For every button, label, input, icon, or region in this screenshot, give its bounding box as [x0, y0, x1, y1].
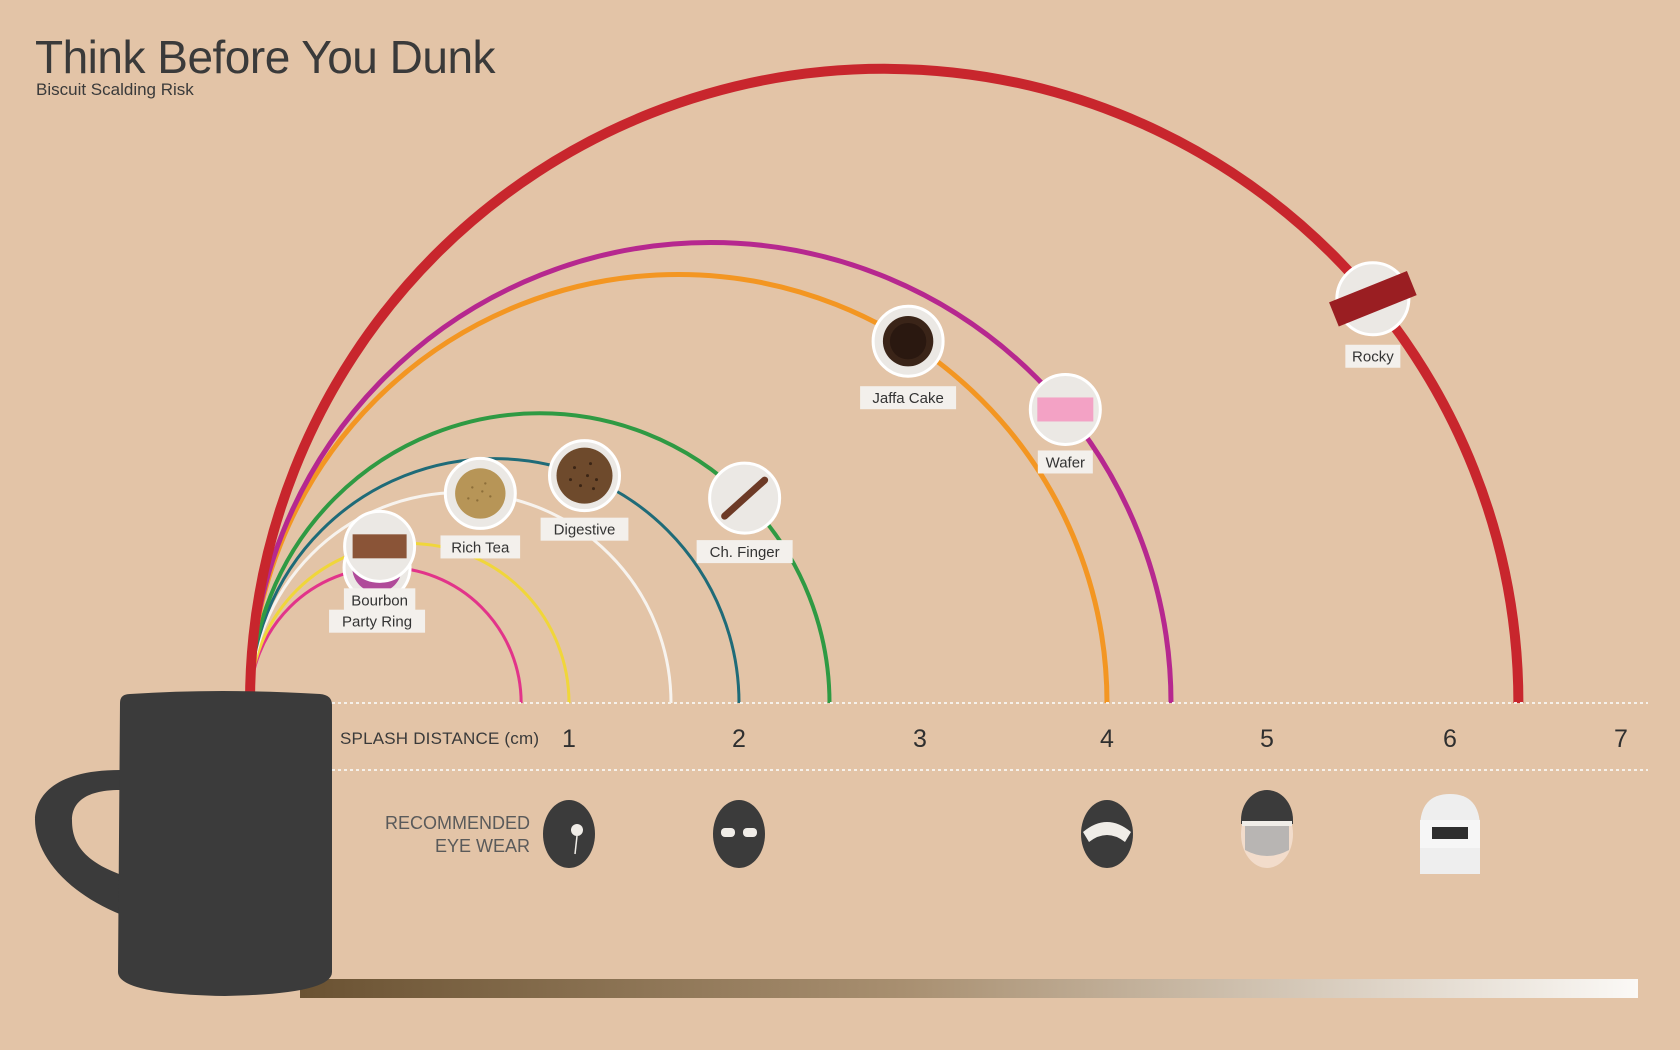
tick-label: 3 [913, 725, 927, 753]
tick-label: 6 [1443, 725, 1457, 753]
splash-arc [248, 457, 741, 704]
biscuit-name: Digestive [554, 522, 616, 539]
biscuit-label: Jaffa Cake [860, 386, 957, 410]
biscuit-badge [708, 461, 782, 535]
tick-label: 7 [1614, 725, 1628, 753]
mug-icon [35, 691, 332, 996]
tick-label: 5 [1260, 725, 1274, 753]
biscuit-name: Party Ring [342, 614, 412, 631]
rocky-icon [1329, 270, 1417, 327]
biscuit-name: Bourbon [351, 592, 408, 609]
glasses-icon [713, 800, 765, 868]
eyewear-label: EYE WEAR [435, 836, 530, 856]
biscuit-badge [1329, 261, 1417, 337]
monocle-icon [543, 800, 595, 868]
tick-label: 2 [732, 725, 746, 753]
bourbon-icon [352, 534, 407, 559]
biscuit-badge [1028, 372, 1102, 446]
splash-arc [248, 411, 832, 704]
biscuit-badge [443, 456, 517, 530]
table-surface [300, 979, 1638, 998]
biscuit-label: Party Ring [329, 609, 426, 633]
biscuit-label: Ch. Finger [696, 540, 793, 564]
wafer-icon [1037, 397, 1094, 422]
biscuit-badge [343, 509, 417, 583]
splash-arc [247, 240, 1174, 704]
biscuit-badge [548, 439, 622, 513]
chocolate-finger-icon [721, 476, 769, 520]
page-subtitle: Biscuit Scalding Risk [36, 80, 194, 99]
digestive-icon [556, 447, 613, 504]
tick-label: 1 [562, 725, 576, 753]
biscuit-name: Jaffa Cake [872, 390, 943, 407]
biscuit-badge [871, 304, 945, 378]
face-shield-icon [1241, 790, 1293, 868]
jaffa-cake-icon [882, 316, 934, 367]
rich-tea-icon [455, 468, 506, 519]
biscuit-label: Rocky [1345, 344, 1401, 368]
biscuit-label: Bourbon [343, 588, 416, 612]
axis-title: SPLASH DISTANCE (cm) [340, 729, 539, 748]
biscuit-name: Wafer [1046, 454, 1085, 471]
goggles-icon [1081, 800, 1133, 868]
biscuit-name: Rich Tea [451, 539, 510, 556]
welding-helmet-icon [1420, 794, 1480, 874]
biscuit-label: Wafer [1037, 450, 1093, 474]
splash-arc [247, 272, 1110, 704]
tick-label: 4 [1100, 725, 1114, 753]
biscuit-name: Rocky [1352, 349, 1394, 366]
biscuit-name: Ch. Finger [710, 544, 780, 561]
biscuit-label: Digestive [540, 517, 629, 541]
biscuit-label: Rich Tea [440, 535, 521, 559]
splash-arc [245, 63, 1524, 704]
eyewear-label: RECOMMENDED [385, 813, 530, 833]
page-title: Think Before You Dunk [35, 31, 496, 83]
